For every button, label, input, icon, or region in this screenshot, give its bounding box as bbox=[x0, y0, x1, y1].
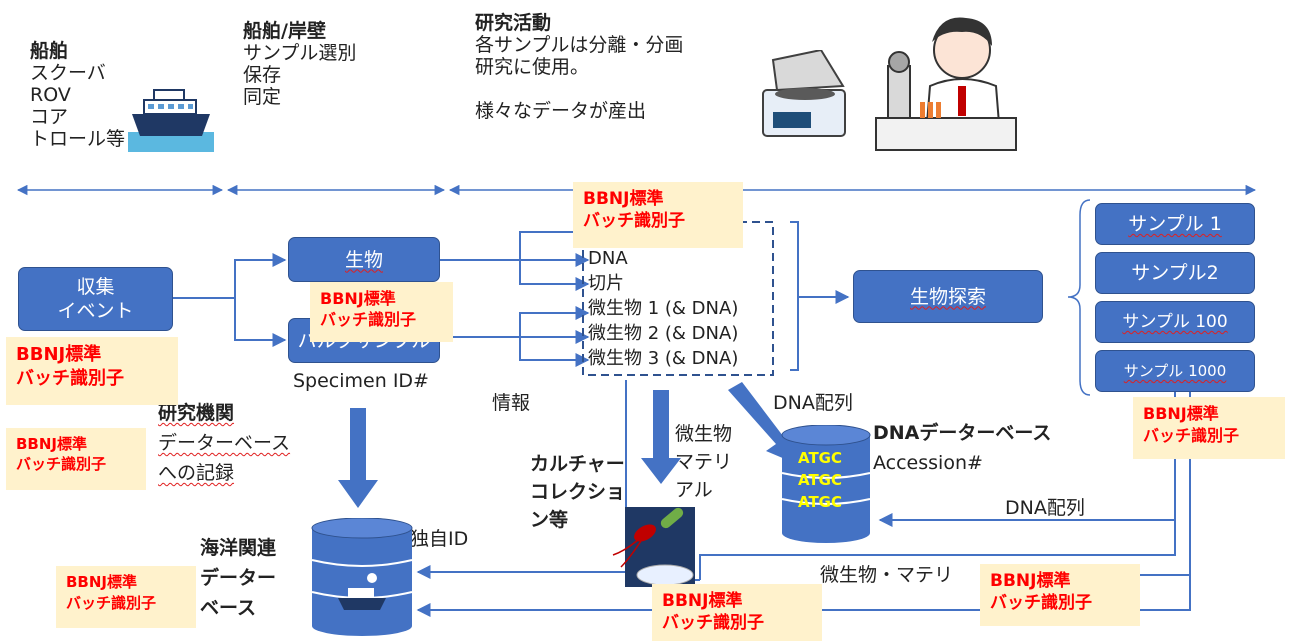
bbnj-line: バッチ識別子 bbox=[66, 594, 157, 612]
stage-quay-title: 船舶/岸壁 bbox=[243, 20, 326, 42]
marine-db-cylinder bbox=[311, 518, 413, 636]
stage-research-line: 研究に使用。 bbox=[475, 56, 590, 78]
collection-event-box: 収集 イベント bbox=[18, 267, 173, 331]
sample-box-100: サンプル 100 bbox=[1095, 301, 1255, 343]
bbnj-note-marine: BBNJ標準 バッチ識別子 bbox=[56, 566, 196, 628]
institution-label: 研究機関 データーベース への記録 bbox=[158, 398, 290, 488]
sample-label: サンプル2 bbox=[1131, 262, 1219, 284]
bbnj-note-top: BBNJ標準 バッチ識別子 bbox=[573, 182, 743, 248]
bbnj-note-event: BBNJ標準 バッチ識別子 bbox=[6, 337, 178, 405]
bbnj-note-samples: BBNJ標準 バッチ識別子 bbox=[1133, 397, 1285, 459]
stage-research-line: 様々なデータが産出 bbox=[475, 100, 647, 122]
bbnj-line: BBNJ標準 bbox=[16, 435, 88, 453]
stage-ship-title: 船舶 bbox=[30, 40, 69, 62]
microbe-material-bottom-label: 微生物・マテリ bbox=[820, 564, 954, 586]
culture-collection-line: ン等 bbox=[530, 509, 569, 531]
sample-label: サンプル 1 bbox=[1128, 213, 1222, 235]
culture-illustration bbox=[612, 507, 695, 587]
microbe-material-label: 微生物 マテリ アル bbox=[675, 420, 732, 504]
researcher-illustration bbox=[875, 17, 1017, 151]
marine-db-line: ベース bbox=[200, 597, 257, 619]
stage-research: 研究活動 各サンプルは分離・分画 研究に使用。 様々なデータが産出 bbox=[475, 12, 683, 122]
fraction-item: 微生物 3 (& DNA) bbox=[588, 348, 739, 369]
stage-quay: 船舶/岸壁 サンプル選別 保存 同定 bbox=[243, 20, 356, 108]
bbnj-line: BBNJ標準 bbox=[16, 344, 102, 365]
collection-event-line: イベント bbox=[57, 300, 134, 322]
fraction-item: 微生物 2 (& DNA) bbox=[588, 323, 739, 344]
exploration-box: 生物探索 bbox=[853, 270, 1043, 323]
dna-seq-top-label: DNA配列 bbox=[773, 392, 853, 414]
bbnj-line: バッチ識別子 bbox=[662, 613, 764, 633]
bbnj-note-bottom-right: BBNJ標準 バッチ識別子 bbox=[980, 564, 1140, 626]
dna-db-cylinder bbox=[781, 425, 871, 543]
organism-box: 生物 bbox=[288, 237, 440, 282]
stage-quay-line: サンプル選別 bbox=[243, 42, 357, 64]
bbnj-line: バッチ識別子 bbox=[990, 593, 1092, 613]
fraction-list: DNA 切片 微生物 1 (& DNA) 微生物 2 (& DNA) 微生物 3… bbox=[588, 246, 738, 371]
microbe-material-line: マテリ bbox=[675, 451, 733, 473]
stage-research-line: 各サンプルは分離・分画 bbox=[475, 34, 684, 56]
cylinder-dna-text: ATGC bbox=[798, 471, 842, 489]
bbnj-line: バッチ識別子 bbox=[320, 310, 417, 329]
cylinder-dna-text: ATGC bbox=[798, 449, 842, 467]
sample-box-1000: サンプル 1000 bbox=[1095, 350, 1255, 392]
collection-event-line: 収集 bbox=[76, 276, 115, 298]
stage-ship-line: トロール等 bbox=[30, 128, 126, 150]
stage-ship: 船舶 スクーバ ROV コア トロール等 bbox=[30, 40, 125, 150]
bbnj-line: バッチ識別子 bbox=[583, 211, 685, 231]
specimen-id-label: Specimen ID# bbox=[293, 370, 429, 392]
microbe-material-line: 微生物 bbox=[675, 423, 733, 445]
dna-db-title: DNAデーターベース bbox=[873, 422, 1052, 444]
sample-brace bbox=[1067, 199, 1091, 396]
fraction-item: DNA bbox=[588, 248, 628, 269]
bbnj-line: BBNJ標準 bbox=[320, 289, 396, 308]
arrow-dna-diag bbox=[728, 382, 796, 462]
bbnj-line: BBNJ標準 bbox=[662, 591, 743, 611]
marine-db-line: データー bbox=[200, 567, 277, 589]
institution-line: データーベース bbox=[158, 432, 291, 454]
centrifuge-illustration bbox=[762, 50, 846, 137]
bbnj-note-institution: BBNJ標準 バッチ識別子 bbox=[6, 428, 146, 490]
sample-box-1: サンプル 1 bbox=[1095, 203, 1255, 245]
fraction-item: 切片 bbox=[588, 273, 624, 294]
dna-seq-right-label: DNA配列 bbox=[1005, 497, 1085, 519]
bbnj-line: バッチ識別子 bbox=[16, 368, 124, 389]
bbnj-line: BBNJ標準 bbox=[583, 189, 664, 209]
cylinder-dna-text: ATGC bbox=[798, 493, 842, 511]
info-label: 情報 bbox=[492, 392, 531, 414]
bbnj-line: BBNJ標準 bbox=[66, 573, 138, 591]
sample-label: サンプル 100 bbox=[1122, 312, 1228, 332]
fraction-item: 微生物 1 (& DNA) bbox=[588, 298, 739, 319]
stage-ship-line: コア bbox=[30, 106, 69, 128]
arrow-institution-down bbox=[338, 408, 378, 508]
stage-quay-line: 同定 bbox=[243, 86, 282, 108]
bbnj-line: バッチ識別子 bbox=[1143, 426, 1240, 445]
ship-illustration bbox=[128, 89, 214, 152]
bbnj-line: BBNJ標準 bbox=[1143, 404, 1219, 423]
accession-label: Accession# bbox=[873, 452, 983, 474]
marine-db-line: 海洋関連 bbox=[200, 537, 277, 559]
exploration-label: 生物探索 bbox=[909, 285, 986, 308]
bbnj-note-culture: BBNJ標準 バッチ識別子 bbox=[652, 584, 822, 641]
organism-label: 生物 bbox=[344, 248, 383, 271]
institution-line: への記録 bbox=[158, 462, 235, 484]
stage-ship-line: ROV bbox=[30, 84, 71, 106]
institution-title: 研究機関 bbox=[158, 402, 235, 424]
culture-collection-line: カルチャー bbox=[530, 453, 625, 475]
marine-db-label: 海洋関連 データー ベース bbox=[200, 533, 276, 623]
arrow-microbe-down bbox=[641, 390, 681, 484]
bbnj-line: BBNJ標準 bbox=[990, 571, 1071, 591]
bbnj-line: バッチ識別子 bbox=[16, 455, 107, 473]
stage-research-title: 研究活動 bbox=[475, 12, 552, 34]
unique-id-label: 独自ID bbox=[410, 528, 469, 550]
sample-box-2: サンプル2 bbox=[1095, 252, 1255, 294]
stage-ship-line: スクーバ bbox=[30, 62, 106, 84]
bbnj-note-organism: BBNJ標準 バッチ識別子 bbox=[310, 282, 453, 342]
culture-collection-label: カルチャー コレクショ ン等 bbox=[530, 450, 625, 534]
culture-collection-line: コレクショ bbox=[530, 481, 626, 503]
stage-quay-line: 保存 bbox=[243, 64, 282, 86]
sample-label: サンプル 1000 bbox=[1123, 362, 1227, 380]
microbe-material-line: アル bbox=[675, 479, 713, 501]
